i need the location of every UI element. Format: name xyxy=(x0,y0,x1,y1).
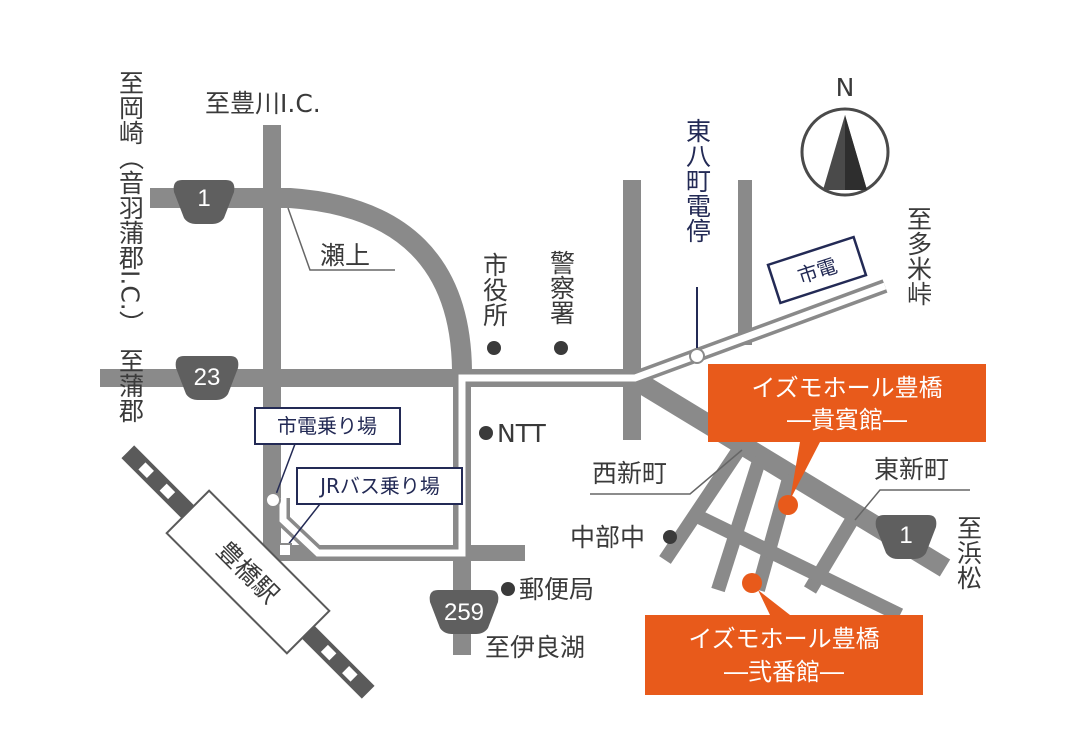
svg-text:1: 1 xyxy=(197,185,210,212)
nibankan-sub: ―弐番館― xyxy=(724,658,844,686)
dir-hamamatsu: 至浜松 xyxy=(954,515,983,590)
route-1-road xyxy=(150,188,472,371)
tram-line-label: 市電 xyxy=(766,235,868,305)
station-building xyxy=(165,489,331,655)
city-hall-dot xyxy=(487,341,501,355)
place-senoue: 瀬上 xyxy=(320,241,370,270)
nibankan-name: イズモホール豊橋 xyxy=(688,625,879,653)
kihinkan-marker xyxy=(778,495,798,515)
tram-boarding-marker xyxy=(265,492,281,508)
bus-boarding-box: JRバス乗り場 xyxy=(278,467,463,557)
svg-text:市電乗り場: 市電乗り場 xyxy=(277,414,377,438)
venue-kihinkan: イズモホール豊橋 ―貴賓館― xyxy=(708,364,986,515)
place-ntt: NTT xyxy=(497,419,547,448)
route-badge-259: 259 xyxy=(429,590,499,634)
dir-toyokawa-ic: 至豊川I.C. xyxy=(205,89,321,118)
place-higashi-shinmachi: 東新町 xyxy=(874,455,949,484)
nibankan-marker xyxy=(742,573,762,593)
kihinkan-name: イズモホール豊橋 xyxy=(751,374,942,402)
kihinkan-sub: ―貴賓館― xyxy=(787,406,907,434)
ntt-dot xyxy=(479,426,493,440)
dir-gamagori: 至蒲郡 xyxy=(116,348,145,423)
compass-north-label: N xyxy=(836,73,855,102)
dir-irago: 至伊良湖 xyxy=(485,633,585,662)
downtown-grid xyxy=(659,441,904,622)
route-badge-1-east: 1 xyxy=(875,515,937,559)
place-city-hall: 市役所 xyxy=(480,252,509,327)
place-chubu-jhs: 中部中 xyxy=(570,523,645,552)
svg-text:JRバス乗り場: JRバス乗り場 xyxy=(318,474,440,498)
place-nishi-shinmachi: 西新町 xyxy=(592,459,667,488)
tram-stop-name: 東八町電停 xyxy=(683,118,712,243)
place-post-office: 郵便局 xyxy=(519,575,594,604)
post-office-dot xyxy=(501,582,515,596)
dir-tamemine: 至多米峠 xyxy=(904,206,933,306)
tram-boarding-box: 市電乗り場 xyxy=(254,407,401,508)
route-badge-1-west: 1 xyxy=(173,180,235,224)
dir-okazaki: 至岡崎（音羽蒲郡I.C.） xyxy=(116,70,145,336)
route-badge-23: 23 xyxy=(175,356,239,400)
nishi-shinmachi-callout: 西新町 xyxy=(590,449,743,495)
bus-boarding-marker xyxy=(278,543,292,557)
svg-text:1: 1 xyxy=(899,522,912,549)
tram-line xyxy=(276,279,888,560)
svg-text:23: 23 xyxy=(194,364,221,391)
chubu-dot xyxy=(663,530,677,544)
tram-stop-marker xyxy=(689,348,705,364)
place-police: 警察署 xyxy=(547,250,576,325)
senoue-callout: 瀬上 xyxy=(287,207,395,271)
compass: N xyxy=(800,73,890,197)
venue-nibankan: イズモホール豊橋 ―弐番館― xyxy=(645,573,923,695)
svg-text:259: 259 xyxy=(444,599,484,626)
police-dot xyxy=(554,341,568,355)
higashi-shinmachi-callout: 東新町 xyxy=(854,455,970,521)
